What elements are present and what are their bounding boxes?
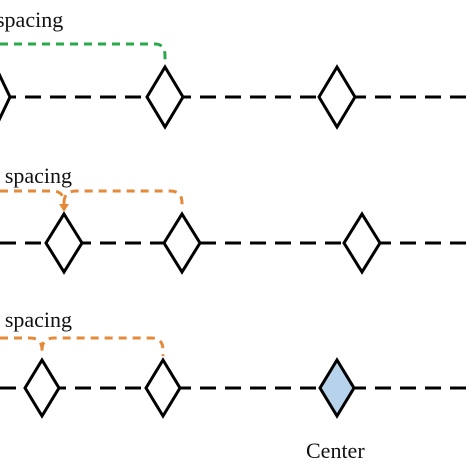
- row-2-marker-left: [44, 211, 84, 275]
- row-1-spacing-bracket: [0, 42, 167, 62]
- row-1-marker-left: [0, 72, 12, 122]
- row-2-arrowhead: [59, 204, 69, 212]
- row-3-marker-left: [23, 357, 61, 419]
- row-3-spacing-bracket: [0, 336, 165, 356]
- row-2-label: r spacing: [0, 163, 73, 188]
- row-1-label: spacing: [0, 7, 64, 32]
- row-2-marker-mid: [162, 211, 202, 275]
- row-1: [0, 42, 474, 130]
- row-3-marker-center: [318, 357, 356, 419]
- row-1-marker-right: [317, 64, 357, 130]
- row-1-marker-mid: [145, 64, 185, 130]
- row-2-marker-right: [342, 211, 382, 275]
- row-3-label: r spacing: [0, 307, 73, 332]
- row-3: [0, 336, 474, 419]
- row-2: [0, 189, 474, 275]
- row-2-spacing-bracket: [0, 189, 184, 210]
- row-3-marker-mid: [144, 357, 182, 419]
- center-label: Center: [306, 438, 365, 463]
